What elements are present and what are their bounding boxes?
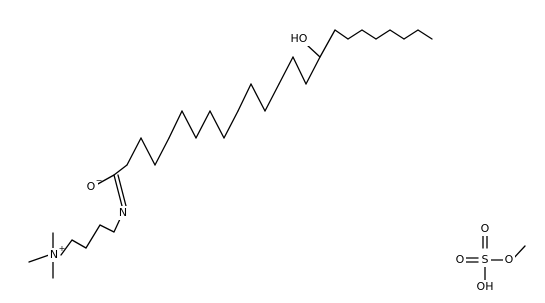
bond xyxy=(71,239,87,249)
sulfate-oxygen-right-label: O xyxy=(505,253,514,266)
carbonyl-oxygen-label: O xyxy=(87,180,96,193)
bond xyxy=(237,83,252,112)
bond xyxy=(250,83,266,112)
bond xyxy=(361,29,377,40)
atom-layer: HO O − N N + O O S O OH xyxy=(48,32,515,294)
bond xyxy=(195,110,211,139)
bond xyxy=(334,29,349,40)
bond xyxy=(306,44,321,58)
bond xyxy=(154,137,170,166)
bond xyxy=(319,29,336,58)
bond xyxy=(95,174,115,186)
bond xyxy=(126,137,142,166)
sulfate-oxygen-left-label: O xyxy=(456,253,465,266)
amide-nitrogen-label: N xyxy=(119,206,127,219)
bond xyxy=(264,83,280,112)
ammonium-nitrogen-charge: + xyxy=(59,244,66,253)
ammonium-nitrogen-label: N xyxy=(50,248,58,261)
bond xyxy=(113,174,123,207)
bond xyxy=(375,29,391,40)
bond xyxy=(347,29,363,40)
bond xyxy=(60,239,73,256)
bond xyxy=(168,110,183,139)
sulfate-hydroxyl-label: OH xyxy=(477,280,494,293)
hydroxyl-label: HO xyxy=(291,32,308,45)
bond xyxy=(209,110,225,139)
bond xyxy=(181,110,197,139)
sulfate-oxygen-top-label: O xyxy=(481,222,490,235)
bond xyxy=(99,224,115,233)
bond xyxy=(278,56,294,85)
bond xyxy=(417,29,433,40)
bond xyxy=(389,29,405,40)
bond xyxy=(223,110,239,139)
bond xyxy=(85,224,101,249)
bond xyxy=(113,164,128,176)
bond xyxy=(113,218,121,233)
bond xyxy=(140,137,156,166)
carbonyl-oxygen-charge: − xyxy=(96,176,103,185)
bond xyxy=(28,254,50,263)
bond-layer xyxy=(28,29,526,281)
bond xyxy=(403,29,419,40)
bond xyxy=(292,56,307,85)
bond xyxy=(305,56,321,85)
bond xyxy=(117,174,127,207)
sulfate-sulfur-label: S xyxy=(482,253,489,266)
